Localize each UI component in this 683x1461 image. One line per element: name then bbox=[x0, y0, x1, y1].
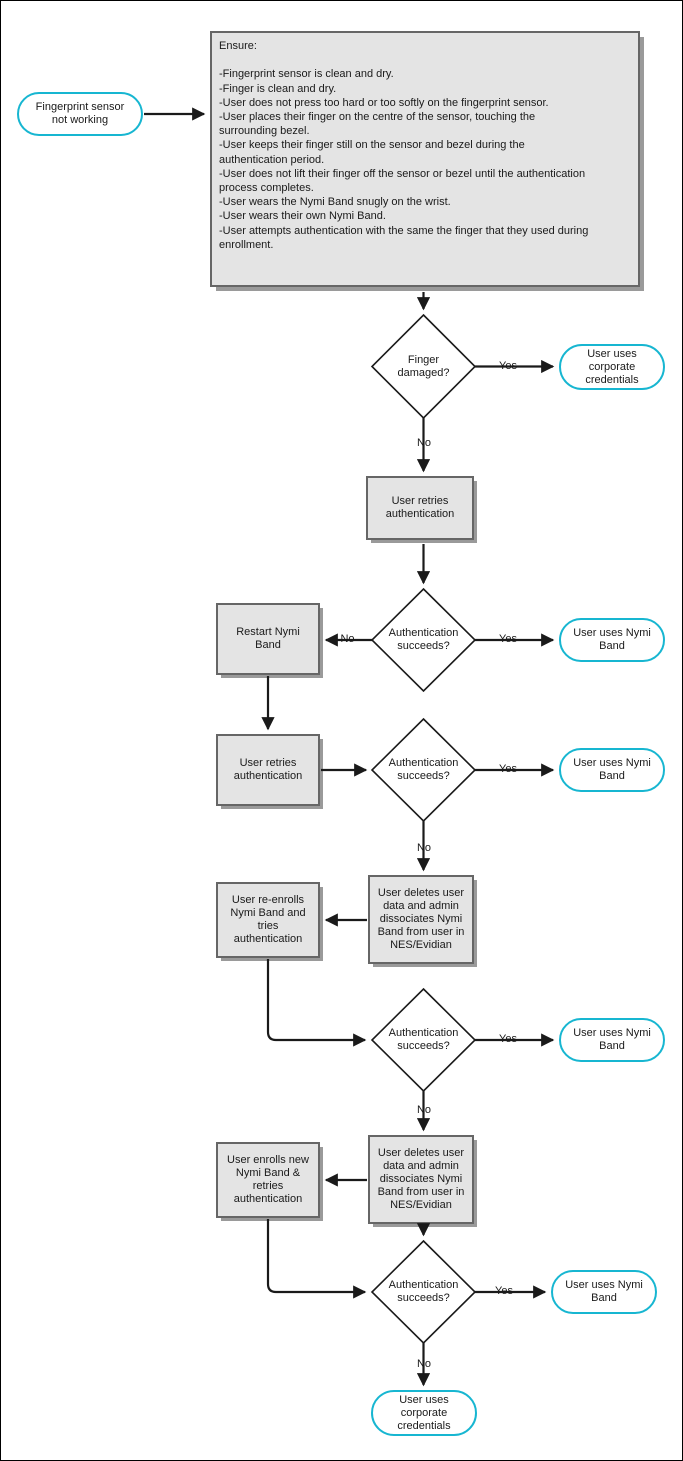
edge-enrollnew-to-auth4 bbox=[266, 1219, 367, 1299]
node-uses-band-3[interactable] bbox=[559, 1018, 665, 1062]
node-delete-user-data-1[interactable] bbox=[368, 875, 474, 964]
node-enroll-new-band[interactable] bbox=[216, 1142, 320, 1218]
node-ensure-label: Ensure: -Fingerprint sensor is clean and… bbox=[219, 40, 589, 251]
edge-reenroll-to-auth3 bbox=[266, 959, 367, 1047]
node-uses-band-2[interactable] bbox=[559, 748, 665, 792]
node-user-retries-1[interactable] bbox=[366, 476, 474, 540]
node-finger-damaged[interactable] bbox=[370, 313, 477, 420]
node-start[interactable] bbox=[17, 92, 143, 136]
node-auth-succeeds-3[interactable] bbox=[370, 987, 477, 1093]
node-corporate-credentials-bottom[interactable] bbox=[371, 1390, 477, 1436]
node-re-enroll[interactable] bbox=[216, 882, 320, 958]
node-restart-band[interactable] bbox=[216, 603, 320, 675]
connectors bbox=[144, 107, 555, 1387]
node-uses-band-1[interactable] bbox=[559, 618, 665, 662]
node-auth-succeeds-2[interactable] bbox=[370, 717, 477, 823]
node-ensure[interactable] bbox=[210, 31, 640, 287]
node-uses-band-4[interactable] bbox=[551, 1270, 657, 1314]
node-auth-succeeds-1[interactable] bbox=[370, 587, 477, 693]
node-auth-succeeds-4[interactable] bbox=[370, 1239, 477, 1345]
node-user-retries-2[interactable] bbox=[216, 734, 320, 806]
node-delete-user-data-2[interactable] bbox=[368, 1135, 474, 1224]
node-corporate-credentials-top[interactable] bbox=[559, 344, 665, 390]
